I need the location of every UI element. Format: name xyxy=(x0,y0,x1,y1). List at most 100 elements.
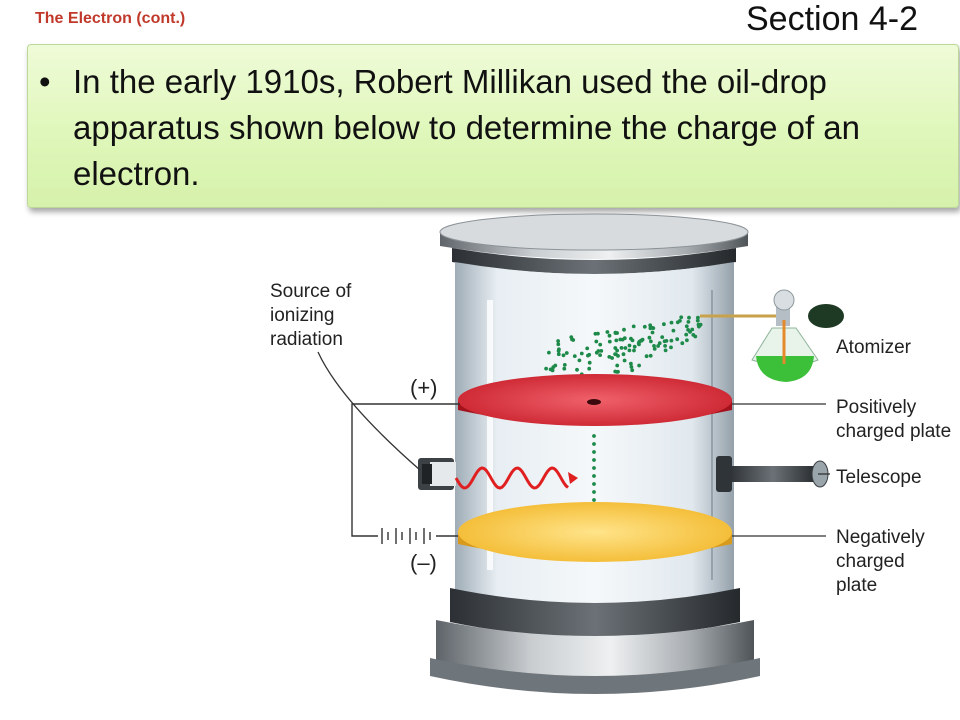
oil-drop xyxy=(686,320,691,324)
falling-oil-drop xyxy=(592,442,596,446)
oil-drop xyxy=(557,347,561,352)
positive-plate xyxy=(458,374,732,426)
oil-drop xyxy=(685,338,689,343)
oil-drop xyxy=(684,324,689,329)
oil-drop xyxy=(598,342,603,347)
oil-drop xyxy=(622,327,626,332)
oil-drop xyxy=(650,330,655,335)
oil-drop xyxy=(579,351,584,356)
oil-drop xyxy=(644,354,649,359)
label-positive-line2: charged plate xyxy=(836,421,951,442)
oil-drop xyxy=(647,335,652,340)
label-source-line1: Source of xyxy=(270,281,352,302)
oil-drop-apparatus-diagram: Source of ionizing radiation (+) (–) Ato… xyxy=(270,213,951,694)
oil-drop xyxy=(680,341,685,346)
oil-drop xyxy=(631,324,636,329)
oil-drop xyxy=(561,353,566,358)
oil-drop xyxy=(663,344,667,348)
oil-drop xyxy=(648,326,653,331)
oil-drop xyxy=(662,322,666,327)
oil-drop xyxy=(585,346,590,351)
oil-drop xyxy=(605,330,610,334)
oil-drop xyxy=(642,324,647,329)
oil-drop xyxy=(662,339,667,344)
falling-oil-drop xyxy=(592,482,596,486)
oil-drop xyxy=(587,352,592,357)
oil-drop xyxy=(651,326,656,330)
falling-oil-drop xyxy=(592,458,596,462)
oil-drop xyxy=(648,323,653,328)
bullet-text: In the early 1910s, Robert Millikan used… xyxy=(73,63,861,192)
label-telescope: Telescope xyxy=(836,467,922,488)
oil-drop xyxy=(607,333,612,338)
oil-drop xyxy=(614,338,619,343)
battery-icon xyxy=(381,528,431,544)
label-plus: (+) xyxy=(410,375,438,400)
label-source-line2: ionizing xyxy=(270,305,334,326)
header-title: The Electron (cont.) xyxy=(35,10,186,27)
oil-drop xyxy=(630,368,635,373)
oil-drop xyxy=(613,346,618,350)
oil-drop xyxy=(596,331,600,336)
oil-drop xyxy=(556,352,561,357)
oil-drop xyxy=(697,324,701,329)
oil-drop xyxy=(547,350,551,355)
oil-drop xyxy=(551,365,556,369)
oil-drop xyxy=(656,344,660,348)
oil-drop xyxy=(637,342,641,347)
oil-drop xyxy=(594,339,599,344)
oil-drop xyxy=(637,363,641,368)
oil-drop xyxy=(669,338,674,343)
bullet-box: • In the early 1910s, Robert Millikan us… xyxy=(27,44,959,208)
cylinder-base xyxy=(430,588,760,694)
oil-drop xyxy=(649,339,653,344)
oil-drop xyxy=(690,327,695,332)
oil-drop xyxy=(619,346,624,350)
oil-drop xyxy=(587,360,592,365)
oil-drop xyxy=(572,354,577,358)
oil-drop xyxy=(669,320,674,325)
atomizer xyxy=(700,289,844,382)
oil-drop xyxy=(596,349,601,353)
oil-drop xyxy=(632,344,637,349)
oil-drop xyxy=(675,320,680,325)
oil-drop xyxy=(577,358,582,363)
oil-drop xyxy=(652,347,657,351)
negative-plate xyxy=(458,502,732,562)
oil-drop xyxy=(629,336,633,341)
oil-drop xyxy=(621,352,626,357)
oil-drop xyxy=(671,328,676,333)
oil-drop xyxy=(695,318,700,323)
label-minus: (–) xyxy=(410,550,437,575)
oil-drop xyxy=(669,345,673,350)
oil-drop xyxy=(629,361,633,366)
oil-drop xyxy=(599,349,604,353)
oil-drop xyxy=(696,315,700,320)
oil-drop xyxy=(607,339,612,344)
oil-drop xyxy=(613,331,618,335)
oil-drop xyxy=(556,339,560,343)
oil-drop xyxy=(613,352,617,356)
oil-drop xyxy=(640,337,645,342)
bullet-dot-icon: • xyxy=(39,63,51,100)
oil-drop xyxy=(629,365,634,369)
radiation-source-port xyxy=(418,458,456,490)
radiation-arrow-icon xyxy=(568,472,578,484)
label-atomizer: Atomizer xyxy=(836,337,912,358)
oil-drop xyxy=(622,358,627,363)
cylinder-lid xyxy=(439,213,749,274)
oil-drop xyxy=(627,343,632,348)
oil-drops xyxy=(544,315,703,394)
oil-drop xyxy=(562,363,567,367)
label-negative-line1: Negatively xyxy=(836,527,925,548)
oil-drop xyxy=(627,348,632,353)
label-positive-line1: Positively xyxy=(836,397,917,418)
oil-drop xyxy=(575,367,579,372)
oil-drop xyxy=(544,366,548,371)
oil-drop xyxy=(615,370,619,374)
oil-drop xyxy=(562,366,567,371)
oil-drop xyxy=(615,363,620,368)
falling-oil-drop xyxy=(592,466,596,470)
label-source-line3: radiation xyxy=(270,329,343,350)
oil-drop xyxy=(652,344,656,348)
